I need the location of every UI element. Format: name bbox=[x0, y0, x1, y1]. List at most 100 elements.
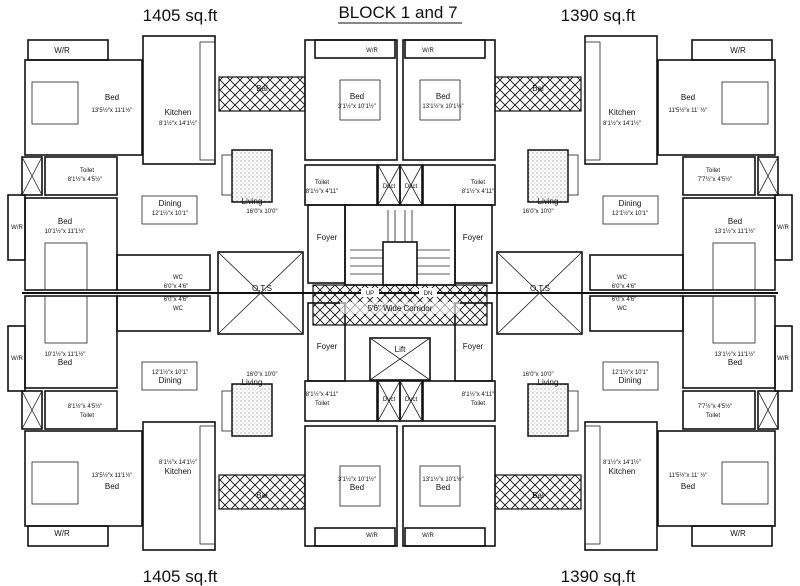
living-rug bbox=[231, 383, 273, 437]
dining-name-label: Dining bbox=[619, 376, 642, 385]
wc bbox=[589, 254, 684, 291]
bedroom-1 bbox=[24, 430, 143, 527]
bed1-dim-label: 13'5½"x 11'1½" bbox=[92, 107, 133, 114]
kitchen-dim-label: 8'1½"x 14'1½" bbox=[603, 459, 641, 466]
shaft-cross bbox=[21, 156, 43, 196]
dining-table bbox=[602, 195, 659, 225]
core-bed-furniture bbox=[419, 79, 461, 121]
kitchen bbox=[142, 35, 216, 165]
wc bbox=[589, 295, 684, 332]
foyer bbox=[307, 204, 346, 284]
duct-cross bbox=[377, 380, 401, 422]
balcony bbox=[494, 474, 582, 510]
shaft bbox=[757, 390, 779, 430]
bed2-dim-label: 13'1½"x 11'1½" bbox=[715, 351, 756, 358]
shaft bbox=[757, 156, 779, 196]
bedroom-1 bbox=[657, 59, 776, 156]
toilet bbox=[682, 156, 756, 196]
kitchen-counter bbox=[199, 41, 216, 161]
foyer-label: Foyer bbox=[317, 342, 338, 351]
core-bed-furniture bbox=[339, 465, 381, 507]
sofa bbox=[221, 390, 233, 432]
wr2-label: W/R bbox=[11, 356, 23, 362]
dining-table bbox=[141, 195, 198, 225]
sofa bbox=[221, 154, 233, 196]
wc-name-label: WC bbox=[173, 275, 184, 281]
ots-right: O.T.S bbox=[496, 251, 583, 335]
ots-left-label: O.T.S bbox=[252, 284, 272, 293]
bed2-dim-label: 10'1½"x 11'1½" bbox=[45, 351, 86, 358]
bed2-name-label: Bed bbox=[58, 217, 72, 226]
shaft-cross bbox=[757, 390, 779, 430]
bed-2-furniture bbox=[712, 295, 756, 344]
central-core: O.T.S O.T.S 5'6" Wide Corridor UP DN Lif… bbox=[22, 204, 778, 381]
toilet bbox=[44, 156, 118, 196]
dining-dim-label: 12'1½"x 10'1" bbox=[612, 369, 648, 376]
corridor: 5'6" Wide Corridor bbox=[312, 284, 488, 326]
bedroom-2 bbox=[682, 197, 776, 291]
toilet-dim-label: 8'1½"x 4'5½" bbox=[68, 403, 103, 410]
kitchen-name-label: Kitchen bbox=[165, 467, 192, 476]
core-bed-furniture bbox=[339, 79, 381, 121]
core-bed-dim-label: 13'1½"x 10'1½" bbox=[422, 103, 463, 110]
core-bed-dim-label: 3'1½"x 10'1½" bbox=[338, 476, 376, 483]
wr2-label: W/R bbox=[777, 225, 789, 231]
core-wardrobe bbox=[314, 39, 396, 59]
kitchen bbox=[584, 35, 658, 165]
bedroom-2 bbox=[24, 197, 118, 291]
core-bed-name-label: Bed bbox=[436, 483, 450, 492]
duct-label: Duct bbox=[383, 397, 396, 403]
core-toilet-dim-label: 8'1½"x 4'11" bbox=[462, 188, 494, 195]
bedroom-1 bbox=[657, 430, 776, 527]
bed2-name-label: Bed bbox=[58, 358, 72, 367]
living-name-label: Living bbox=[242, 197, 263, 206]
bed1-name-label: Bed bbox=[681, 482, 695, 491]
kitchen-dim-label: 8'1½"x 14'1½" bbox=[159, 120, 197, 127]
bed1-dim-label: 13'5½"x 11'1½" bbox=[92, 472, 133, 479]
kitchen bbox=[584, 421, 658, 551]
living-rug bbox=[527, 149, 569, 203]
wr1-label: W/R bbox=[730, 46, 746, 55]
living-dim-label: 16'0"x 10'0" bbox=[246, 372, 277, 378]
staircase bbox=[344, 204, 456, 286]
dining-dim-label: 12'1½"x 10'1" bbox=[152, 210, 188, 217]
foyer bbox=[454, 204, 493, 284]
duct-cross bbox=[399, 164, 423, 206]
wardrobe-2 bbox=[774, 325, 793, 392]
core-wardrobe bbox=[314, 527, 396, 547]
bed-2-furniture bbox=[712, 242, 756, 291]
dining-dim-label: 12'1½"x 10'1" bbox=[152, 369, 188, 376]
bed1-dim-label: 11'5½"x 11' ½" bbox=[669, 107, 708, 114]
wc-name-label: WC bbox=[173, 306, 184, 312]
bal-label: Bal bbox=[256, 491, 268, 500]
wr2-label: W/R bbox=[11, 225, 23, 231]
living-rug bbox=[527, 383, 569, 437]
duct bbox=[399, 380, 423, 422]
core-toilet-name-label: Toilet bbox=[471, 180, 485, 186]
core-bed-name-label: Bed bbox=[350, 92, 364, 101]
dining-table bbox=[141, 361, 198, 391]
foyer-label: Foyer bbox=[317, 233, 338, 242]
bed-2-furniture bbox=[44, 295, 88, 344]
bed1-name-label: Bed bbox=[105, 482, 119, 491]
bed2-dim-label: 13'1½"x 11'1½" bbox=[715, 228, 756, 235]
living-dim-label: 16'0"x 10'0" bbox=[522, 372, 553, 378]
wc-dim-label: 6'0"x 4'6" bbox=[164, 284, 189, 290]
core-bed-name-label: Bed bbox=[436, 92, 450, 101]
wc-name-label: WC bbox=[617, 306, 628, 312]
shaft-cross bbox=[21, 390, 43, 430]
stair-down-label-bg bbox=[419, 288, 437, 297]
core-wr-label: W/R bbox=[422, 533, 434, 539]
living-dim-label: 16'0"x 10'0" bbox=[522, 209, 553, 215]
bed-1-furniture bbox=[721, 81, 769, 125]
wc-dim-label: 6'0"x 4'6" bbox=[612, 284, 637, 290]
core-wr-label: W/R bbox=[366, 533, 378, 539]
ots-left: O.T.S bbox=[217, 251, 304, 335]
stair-labels: UP DN bbox=[361, 288, 437, 297]
bed2-name-label: Bed bbox=[728, 217, 742, 226]
bedroom-2 bbox=[682, 295, 776, 389]
